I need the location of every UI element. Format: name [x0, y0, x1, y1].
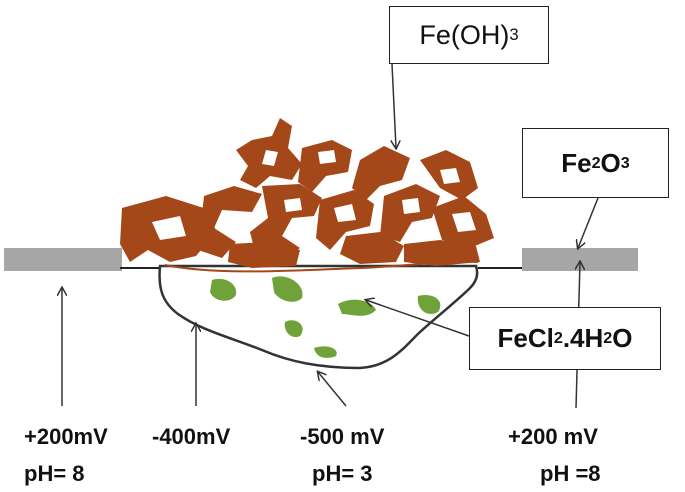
ph-value: pH= 8	[24, 461, 85, 486]
label-fe-oh3: Fe(OH)3	[389, 6, 549, 64]
label-fe2o3-p1: Fe	[561, 147, 592, 178]
condition-left-surface: +200mV pH= 8	[24, 418, 108, 492]
arrow-fe-oh3	[392, 63, 396, 148]
label-fecl2-s1: 2	[553, 329, 563, 347]
potential-value: +200 mV	[508, 424, 598, 449]
label-fecl2-p3: O	[612, 323, 633, 353]
label-fecl2-p1: FeCl	[497, 323, 554, 353]
label-fe2o3-s2: 3	[620, 153, 630, 172]
label-fe2o3-p2: O	[600, 147, 621, 178]
label-fe2o3-s1: 2	[591, 153, 601, 172]
label-fecl2-p2: .4H	[562, 323, 604, 353]
ph-value: pH= 3	[312, 461, 373, 486]
label-fecl2-s2: 2	[603, 329, 613, 347]
arrow-potential-3	[318, 372, 347, 407]
condition-pit-wall: -400mV	[152, 418, 230, 455]
arrow-fecl2	[366, 300, 470, 337]
label-fe-oh3-sub: 3	[509, 25, 519, 44]
fecl2-island	[284, 320, 303, 338]
metal-surface-right	[522, 248, 638, 271]
metal-surface-left	[4, 248, 122, 271]
label-fe-oh3-base: Fe(OH)	[419, 19, 510, 50]
fecl2-island	[314, 346, 337, 358]
arrow-fe2o3	[578, 197, 599, 248]
ph-value: pH =8	[540, 461, 601, 486]
condition-pit-bottom: -500 mV pH= 3	[300, 418, 384, 492]
potential-value: -400mV	[152, 424, 231, 449]
fecl2-island	[210, 278, 237, 301]
fecl2-island	[417, 294, 441, 315]
potential-value: +200mV	[24, 424, 108, 449]
condition-right-surface: +200 mV pH =8	[508, 418, 601, 492]
corrosion-pit	[158, 264, 479, 370]
potential-value: -500 mV	[300, 424, 385, 449]
deposit-voids	[152, 150, 476, 240]
fe-oh3-deposit	[120, 118, 494, 268]
fecl2-island	[272, 276, 303, 302]
